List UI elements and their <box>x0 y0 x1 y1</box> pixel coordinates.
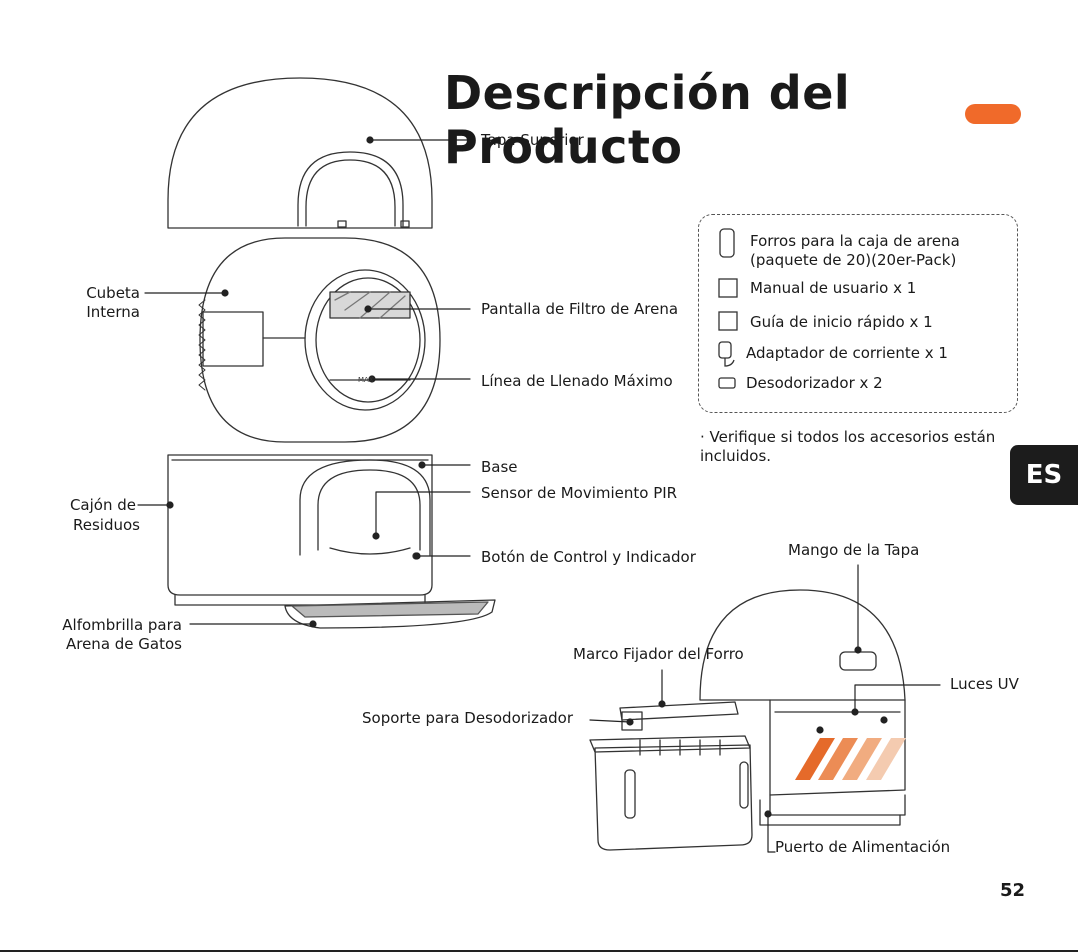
label-uv-lights: Luces UV <box>950 675 1019 693</box>
power-adapter-icon <box>718 341 735 367</box>
accessories-box <box>698 214 1018 413</box>
label-waste-drawer-2: Residuos <box>73 516 140 534</box>
label-waste-drawer-1: Cajón de <box>69 496 136 514</box>
litter-mat-drawing <box>284 599 496 629</box>
label-deodorizer-holder: Soporte para Desodorizador <box>362 709 574 727</box>
inner-bucket-drawing <box>198 237 441 443</box>
page-title: Descripción del Producto <box>444 66 851 174</box>
accessory-manual: Manual de usuario x 1 <box>750 279 917 297</box>
accessory-quick-guide: Guía de inicio rápido x 1 <box>750 313 933 331</box>
label-litter-mat-1: Alfombrilla para <box>62 616 182 634</box>
leader-lines <box>137 136 941 853</box>
language-tab: ES <box>1010 445 1078 505</box>
label-max-fill: Línea de Llenado Máximo <box>481 372 673 390</box>
accessory-liners-line2: (paquete de 20)(20er-Pack) <box>750 251 957 269</box>
label-top-cover: Tapa Superior <box>481 131 584 149</box>
page-number: 52 <box>1000 880 1026 901</box>
label-inner-bucket-2: Interna <box>86 303 140 321</box>
exploded-unit-drawing <box>589 589 906 851</box>
accessories-note: · Verifique si todos los accesorios está… <box>700 428 996 465</box>
label-litter-mat-2: Arena de Gatos <box>65 635 182 653</box>
label-pir-sensor: Sensor de Movimiento PIR <box>481 484 678 502</box>
label-liner-frame: Marco Fijador del Forro <box>573 645 744 663</box>
liner-roll-icon <box>719 228 735 258</box>
accessory-power-adapter: Adaptador de corriente x 1 <box>746 344 948 362</box>
deodorizer-icon <box>718 377 736 389</box>
top-cover-drawing <box>167 77 433 229</box>
language-tab-label: ES <box>1025 460 1063 490</box>
label-inner-bucket-1: Cubeta <box>86 284 140 302</box>
bottom-rule <box>0 950 1078 952</box>
accessory-deodorizer: Desodorizador x 2 <box>746 374 883 392</box>
manual-icon <box>718 278 738 298</box>
quick-guide-icon <box>718 311 738 331</box>
max-mark: MAX <box>358 376 374 384</box>
label-control-button: Botón de Control y Indicador <box>481 548 696 566</box>
label-power-port: Puerto de Alimentación <box>775 838 951 856</box>
label-base: Base <box>481 458 518 476</box>
accessory-liners-line1: Forros para la caja de arena <box>750 232 960 250</box>
title-accent-bar <box>965 104 1021 124</box>
label-lid-handle: Mango de la Tapa <box>788 541 920 559</box>
label-sand-filter: Pantalla de Filtro de Arena <box>481 300 679 318</box>
